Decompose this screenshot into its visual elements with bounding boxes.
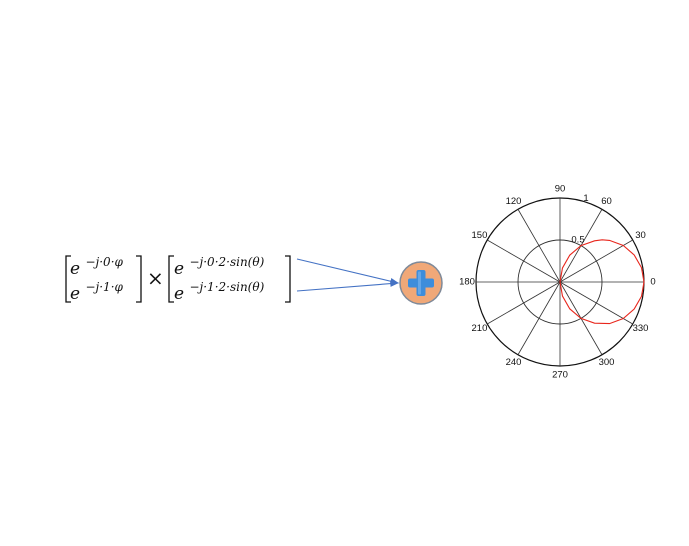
multiply-operator: × (147, 266, 164, 290)
right-bracket (136, 255, 142, 303)
polar-angle-label-30: 30 (635, 230, 646, 241)
steering-entry-1-exponent: −j·1·2·sin(θ) (189, 280, 264, 294)
right-bracket (285, 255, 291, 303)
phase-entry-0: e −j·0·φ (70, 255, 124, 279)
polar-spoke-330 (559, 281, 633, 325)
steering-entry-1: e −j·1·2·sin(θ) (174, 280, 265, 304)
polar-angle-label-210: 210 (472, 323, 488, 334)
polar-angle-label-120: 120 (506, 196, 522, 207)
polar-angle-label-180: 180 (459, 277, 475, 288)
polar-spoke-120 (517, 209, 561, 283)
steering-entry-0-exponent: −j·0·2·sin(θ) (189, 255, 264, 269)
polar-angle-labels: 0 30 60 90 120 150 180 210 240 270 300 330 (459, 184, 656, 381)
polar-angle-label-150: 150 (472, 230, 488, 241)
polar-angle-label-240: 240 (506, 357, 522, 368)
polar-radial-label-0.5: 0.5 (571, 234, 584, 245)
polar-angle-label-330: 330 (633, 323, 649, 334)
steering-vector: e −j·0·2·sin(θ) e −j·1·2·sin(θ) (168, 255, 291, 304)
polar-angle-label-60: 60 (601, 196, 612, 207)
phase-entry-1: e −j·1·φ (70, 280, 124, 304)
polar-spoke-240 (517, 281, 561, 355)
left-bracket (65, 255, 71, 303)
polar-angle-label-0: 0 (650, 277, 655, 288)
polar-angle-label-270: 270 (552, 370, 568, 381)
polar-radial-labels: 0.51 (571, 193, 588, 245)
polar-angle-label-300: 300 (599, 357, 615, 368)
phase-entry-1-base: e (70, 284, 80, 304)
steering-entry-1-base: e (174, 284, 184, 304)
steering-entry-0-base: e (174, 259, 184, 279)
adder-node (399, 261, 443, 305)
phase-entry-1-exponent: −j·1·φ (85, 280, 123, 294)
polar-pattern (559, 239, 645, 325)
steering-entry-0: e −j·0·2·sin(θ) (174, 255, 265, 279)
phase-entry-0-base: e (70, 259, 80, 279)
arrow-bottom (296, 280, 400, 292)
phase-vector: e −j·0·φ e −j·1·φ (65, 255, 142, 304)
polar-spoke-30 (559, 239, 633, 283)
polar-spoke-150 (487, 239, 561, 283)
polar-radial-label-1: 1 (583, 193, 588, 204)
polar-grid (475, 197, 645, 367)
arrow-top (296, 258, 400, 285)
polar-spoke-210 (487, 281, 561, 325)
left-bracket (168, 255, 174, 303)
polar-pattern-curve (559, 239, 645, 325)
polar-angle-label-90: 90 (555, 184, 566, 195)
phase-entry-0-exponent: −j·0·φ (85, 255, 123, 269)
plus-icon (408, 270, 434, 296)
